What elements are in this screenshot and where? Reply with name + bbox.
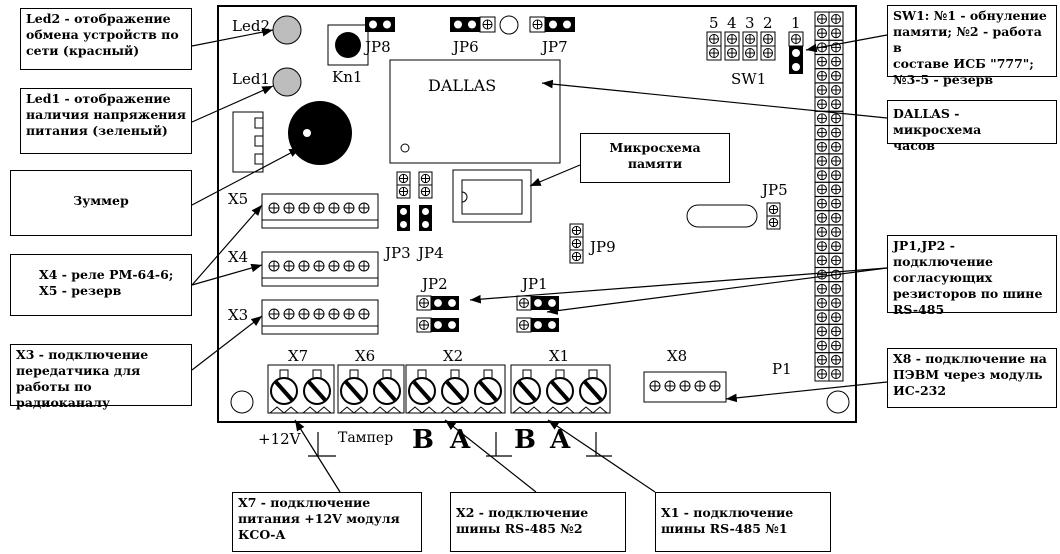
jp7-label: JP7: [542, 38, 568, 56]
callout-x3: X3 - подключение передатчика для работы …: [10, 344, 192, 410]
callout-led2: Led2 - отображение обмена устройств по с…: [20, 8, 192, 70]
dallas-chip: [389, 59, 561, 164]
sw1-number-3: 3: [745, 14, 755, 32]
dallas-label: DALLAS: [428, 76, 497, 95]
jp8-jumper: [365, 17, 395, 32]
kn1-button: [327, 24, 369, 66]
memory-chip: [452, 169, 532, 223]
callout-memory: Микросхема памяти: [580, 133, 730, 183]
sw1-number-5: 1: [791, 14, 801, 32]
bus2-b-label: B: [412, 425, 434, 455]
x1-label: X1: [549, 347, 570, 365]
callout-x4x5: X4 - реле РМ-64-6; X5 - резерв: [10, 254, 192, 316]
jp2-label: JP2: [422, 275, 448, 293]
jp2-jumper: [416, 295, 459, 333]
callout-arrows: [191, 27, 888, 493]
x3-label: X3: [228, 306, 249, 324]
mounting-hole-right: [826, 390, 850, 414]
buzzer: [288, 101, 352, 165]
jp3-label: JP3: [385, 244, 411, 262]
led1-label: Led1: [232, 70, 270, 88]
callout-zummer: Зуммер: [10, 170, 192, 236]
p1-label: P1: [772, 360, 792, 378]
sw1-number-4: 2: [763, 14, 773, 32]
mounting-hole-left: [230, 390, 254, 414]
jp9-jumper: [569, 223, 584, 264]
x5-label: X5: [228, 190, 249, 208]
callout-jp12: JP1,JP2 - подключение согласующих резист…: [887, 235, 1057, 317]
x8-connector: [643, 371, 727, 403]
x6-label: X6: [355, 347, 376, 365]
terminal-blocks: [267, 364, 611, 414]
jp4-label: JP4: [418, 244, 444, 262]
callout-sw1: SW1: №1 - обнуление памяти; №2 - работа …: [887, 5, 1057, 87]
x2-label: X2: [443, 347, 464, 365]
jp8-label: JP8: [365, 38, 391, 56]
jp7-jumper: [529, 16, 575, 33]
kn1-label: Kn1: [332, 68, 363, 86]
jp3-jp4-jumpers: [396, 171, 433, 231]
led2-label: Led2: [232, 17, 270, 35]
callout-x7: X7 - подключение питания +12V модуля КСО…: [232, 492, 422, 552]
jp1-label: JP1: [522, 275, 548, 293]
callout-led1: Led1 - отображение наличия напряжения пи…: [20, 88, 192, 154]
jp1-jumper: [516, 295, 559, 333]
tamper-label: Тампер: [338, 430, 394, 446]
callout-dallas: DALLAS - микросхема часов: [887, 100, 1057, 153]
p1-connector: [814, 11, 844, 382]
jp6-label: JP6: [453, 38, 479, 56]
sw1-switch: [706, 31, 804, 74]
jp5-jumper: [766, 202, 781, 230]
callout-x1: X1 - подключение шины RS-485 №1: [655, 492, 831, 552]
x7-label: X7: [288, 347, 309, 365]
mounting-hole: [499, 15, 519, 35]
led1-indicator: [272, 67, 302, 97]
plus12v-label: +12V: [258, 430, 301, 448]
x8-label: X8: [667, 347, 688, 365]
jp9-label: JP9: [590, 238, 616, 256]
x3-x4-x5-connectors: [261, 193, 379, 335]
callout-x8: X8 - подключение на ПЭВМ через модуль ИС…: [887, 348, 1057, 408]
side-component: [232, 111, 264, 173]
crystal: [686, 204, 758, 228]
sw1-number-2: 4: [727, 14, 737, 32]
jp5-label: JP5: [762, 181, 788, 199]
jp6-jumper: [450, 16, 496, 33]
led2-indicator: [272, 15, 302, 45]
bus1-b-label: B: [514, 425, 536, 455]
bus2-a-label: A: [450, 425, 471, 455]
callout-x2: X2 - подключение шины RS-485 №2: [450, 492, 626, 552]
x4-label: X4: [228, 248, 249, 266]
sw1-number-1: 5: [709, 14, 719, 32]
bus1-a-label: A: [550, 425, 571, 455]
sw1-label: SW1: [731, 70, 767, 88]
